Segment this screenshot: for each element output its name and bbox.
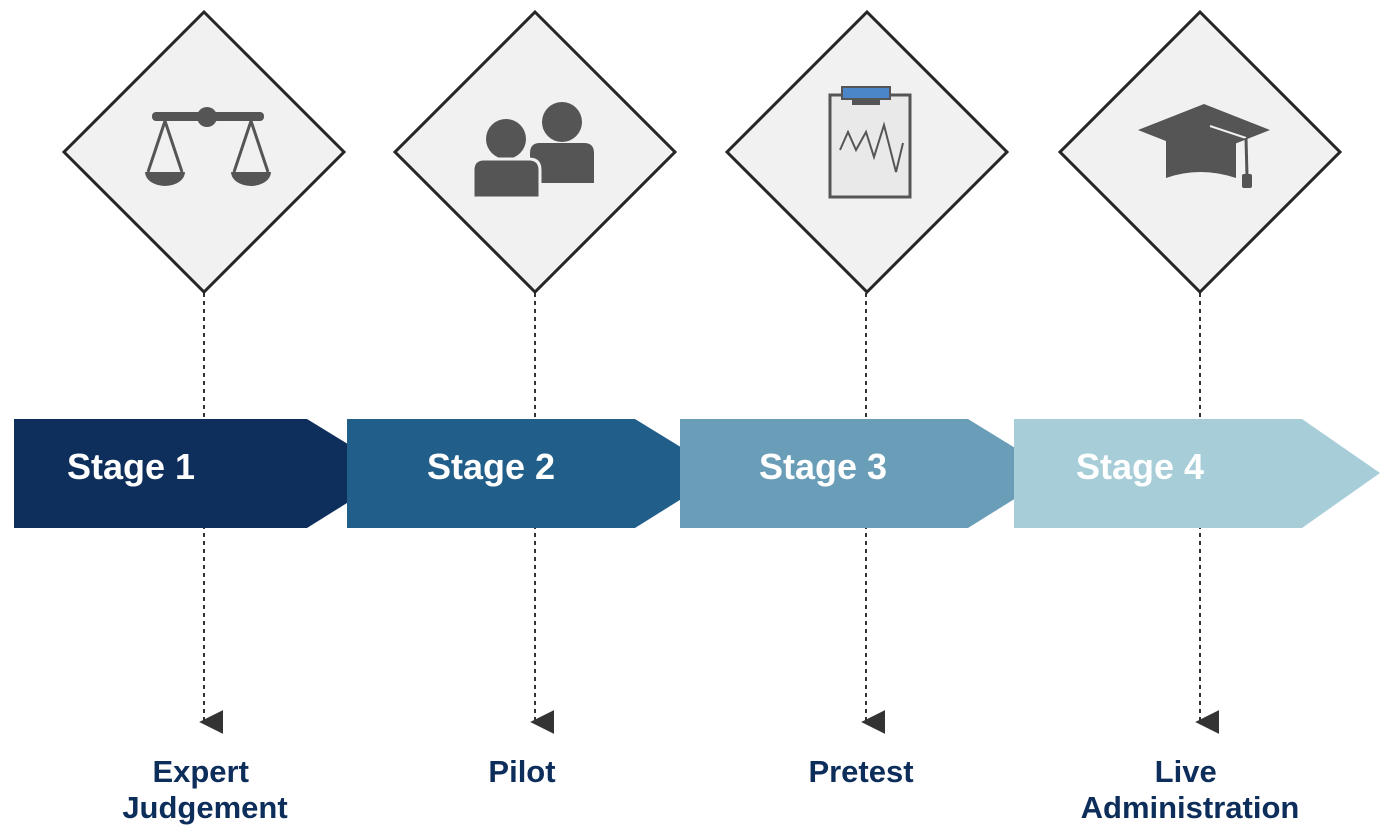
people-icon	[471, 102, 594, 200]
stage-4-outcome-line-2: Administration	[1081, 790, 1300, 825]
stage-3-outcome: Pretest	[808, 754, 913, 789]
clipboard-chart-icon	[828, 86, 912, 199]
stage-2-outcome-line-1: Pilot	[488, 754, 555, 789]
stage-1-label: Stage 1	[67, 446, 195, 487]
stage-4-arrow	[1014, 419, 1380, 528]
stage-1-outcome: Expert Judgement	[122, 754, 287, 825]
stage-3-arrow	[680, 419, 1056, 528]
stage-1-outcome-line-2: Judgement	[122, 790, 287, 825]
stage-2-label: Stage 2	[427, 446, 555, 487]
stage-4-outcome: Live Administration	[1081, 754, 1300, 825]
stage-1-outcome-line-1: Expert	[152, 754, 248, 789]
stage-3: Stage 3 Pretest	[680, 9, 1056, 789]
stage-3-label: Stage 3	[759, 446, 887, 487]
stage-4-outcome-line-1: Live	[1155, 754, 1217, 789]
stage-1-arrow	[14, 419, 395, 528]
stage-1-diamond	[61, 9, 347, 295]
stage-4: Stage 4 Live Administration	[1014, 9, 1380, 825]
stage-2-outcome: Pilot	[488, 754, 555, 789]
balance-scale-icon	[145, 107, 271, 186]
graduation-cap-icon	[1138, 104, 1270, 188]
stage-2-arrow	[347, 419, 723, 528]
stage-3-outcome-line-1: Pretest	[808, 754, 913, 789]
stage-2: Stage 2 Pilot	[347, 9, 723, 789]
stage-1: Stage 1 Expert Judgement	[14, 9, 395, 825]
stage-4-label: Stage 4	[1076, 446, 1204, 487]
